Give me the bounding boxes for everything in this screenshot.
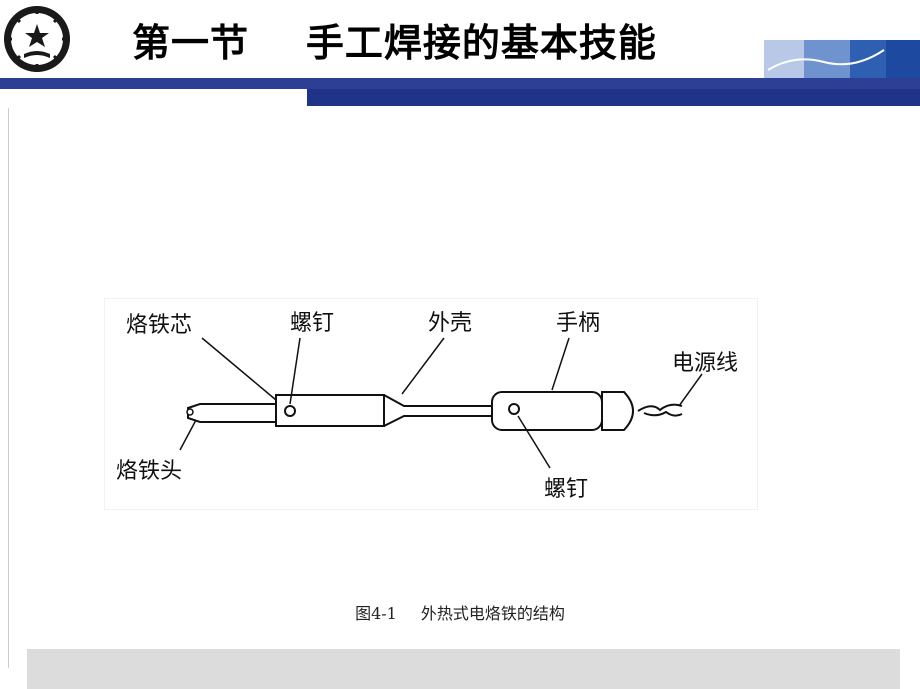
header-band [0,78,920,89]
leader-lines [179,337,703,469]
label-screw-top: 螺钉 [290,311,334,336]
footer-bar [27,649,900,689]
label-screw-bottom: 螺钉 [544,477,588,502]
label-power-cord: 电源线 [672,351,738,376]
screw-hole-front [284,405,296,417]
left-margin-rule [8,108,9,668]
figure-number: 图4-1 [355,604,397,623]
label-shell: 外壳 [428,311,472,336]
header-band-right [307,89,920,106]
soldering-iron-diagram: 烙铁芯 螺钉 外壳 手柄 电源线 烙铁头 螺钉 [104,298,758,510]
screw-hole-handle [508,403,520,415]
label-handle: 手柄 [556,311,600,336]
figure-caption-text: 外热式电烙铁的结构 [420,604,565,623]
slide-title: 第一节 手工焊接的基本技能 [132,20,657,65]
figure-caption: 图4-1 外热式电烙铁的结构 [0,600,920,624]
school-emblem-icon [4,6,70,72]
label-iron-tip: 烙铁头 [116,459,182,484]
header-decoration-image [764,40,920,78]
slide-header: 第一节 手工焊接的基本技能 [0,0,920,108]
label-iron-core: 烙铁芯 [126,313,192,338]
iron-tip-end [186,408,194,416]
